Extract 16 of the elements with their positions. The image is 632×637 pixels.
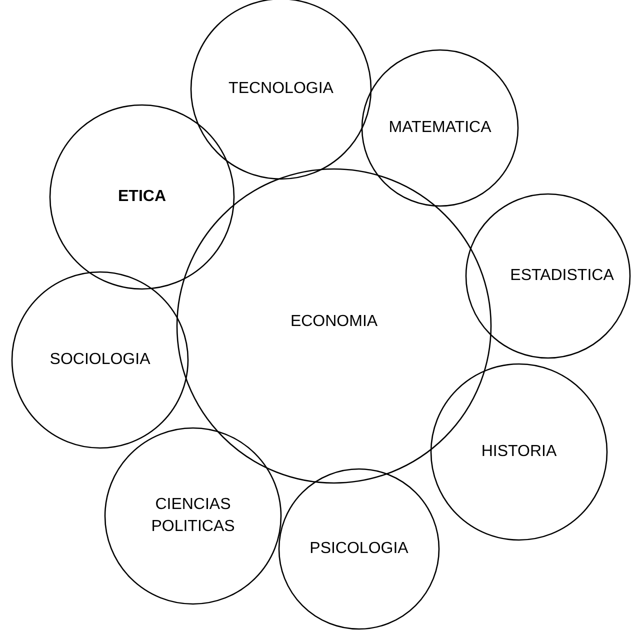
topic-label: MATEMATICA — [388, 118, 492, 138]
topic-label: ESTADISTICA — [509, 266, 615, 286]
topic-circle — [104, 427, 282, 605]
topic-label: HISTORIA — [480, 442, 558, 462]
topic-circle — [11, 271, 189, 449]
topic-circle — [278, 468, 440, 630]
topic-circle — [430, 363, 608, 541]
topic-label: SOCIOLOGIA — [48, 350, 152, 370]
topic-circle — [49, 104, 235, 290]
topic-label: CIENCIAS POLITICAS — [150, 495, 236, 537]
topic-label: PSICOLOGIA — [308, 539, 410, 559]
topic-label: ECONOMIA — [289, 312, 379, 332]
topic-label: TECNOLOGIA — [228, 79, 334, 99]
topic-circle — [465, 193, 631, 359]
topic-circle — [361, 49, 519, 207]
topic-label: ETICA — [117, 187, 167, 207]
